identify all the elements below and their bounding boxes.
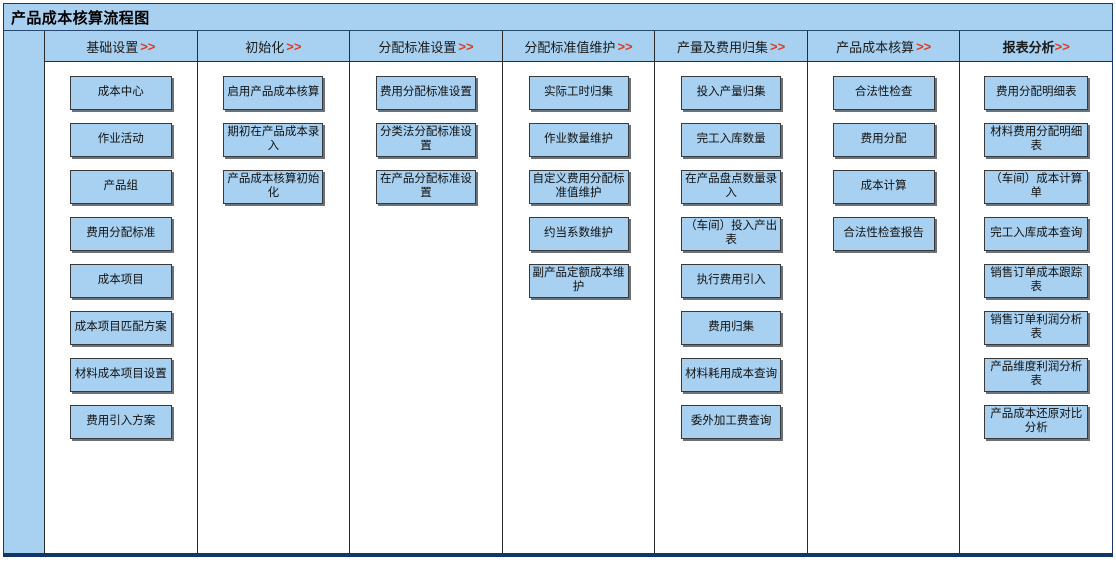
process-node[interactable]: 费用归集 xyxy=(681,311,782,345)
process-node[interactable]: 费用分配标准 xyxy=(69,217,172,251)
stage-header-7[interactable]: 报表分析>> xyxy=(960,31,1113,62)
process-node[interactable]: 合法性检查报告 xyxy=(832,217,935,251)
process-node[interactable]: 完工入库数量 xyxy=(681,123,782,157)
stage-node-list: 投入产量归集完工入库数量在产品盘点数量录入 （车间）投入产出表执行费用引入费用归集… xyxy=(655,62,807,553)
stage-column: 基础设置>>成本中心作业活动产品组费用分配标准成本项目成本项目匹配方案材料成本项… xyxy=(45,31,198,553)
process-node[interactable]: 合法性检查 xyxy=(832,76,935,110)
stage-header-4[interactable]: 分配标准值维护>> xyxy=(502,31,655,62)
stage-node-list: 费用分配标准设置分类法分配标准设置在产品分配标准设置 xyxy=(350,62,502,553)
process-node[interactable]: 投入产量归集 xyxy=(681,76,782,110)
process-node[interactable]: 启用产品成本核算 xyxy=(223,76,324,110)
stage-header-label: 产量及费用归集 xyxy=(677,39,769,55)
flowchart-frame: 产品成本核算流程图 基础设置>>成本中心作业活动产品组费用分配标准成本项目成本项… xyxy=(3,3,1113,557)
process-node[interactable]: 成本项目 xyxy=(69,264,172,298)
chevron-double-right-icon: >> xyxy=(916,38,932,54)
stage-header-2[interactable]: 初始化>> xyxy=(197,31,350,62)
process-node[interactable]: 产品组 xyxy=(69,170,172,204)
process-node[interactable]: 材料成本项目设置 xyxy=(69,358,172,392)
stage-header-3[interactable]: 分配标准设置>> xyxy=(350,31,502,62)
stage-node-list: 费用分配明细表材料费用分配明细表 （车间）成本计算单完工入库成本查询销售订单成本跟… xyxy=(960,62,1113,553)
process-node[interactable]: 产品成本还原对比分析 xyxy=(984,405,1089,439)
process-node[interactable]: 副产品定额成本维护 xyxy=(528,264,629,298)
chevron-double-right-icon: >> xyxy=(617,38,633,54)
stage-header-label: 分配标准设置 xyxy=(378,39,457,55)
process-node[interactable]: （车间）成本计算单 xyxy=(984,170,1089,204)
process-node[interactable]: 产品成本核算初始化 xyxy=(223,170,324,204)
stage-header-label: 基础设置 xyxy=(86,39,139,55)
stage-header-1[interactable]: 基础设置>> xyxy=(45,31,197,62)
flowchart-body: 基础设置>>成本中心作业活动产品组费用分配标准成本项目成本项目匹配方案材料成本项… xyxy=(4,31,1113,553)
chevron-double-right-icon: >> xyxy=(140,38,156,54)
process-node[interactable]: 成本中心 xyxy=(69,76,172,110)
process-node[interactable]: 费用分配明细表 xyxy=(984,76,1089,110)
process-node[interactable]: 费用分配标准设置 xyxy=(375,76,476,110)
stage-header-label: 初始化 xyxy=(245,39,285,55)
process-node[interactable]: 成本项目匹配方案 xyxy=(69,311,172,345)
process-node[interactable]: 销售订单成本跟踪表 xyxy=(984,264,1089,298)
stage-header-label: 产品成本核算 xyxy=(836,39,915,55)
process-node[interactable]: 约当系数维护 xyxy=(528,217,629,251)
chevron-double-right-icon: >> xyxy=(458,38,474,54)
process-node[interactable]: 在产品盘点数量录入 xyxy=(681,170,782,204)
stage-column: 初始化>>启用产品成本核算期初在产品成本录入产品成本核算初始化 xyxy=(197,31,351,553)
stage-column: 报表分析>> 费用分配明细表材料费用分配明细表 （车间）成本计算单完工入库成本查询销… xyxy=(960,31,1113,553)
stage-header-6[interactable]: 产品成本核算>> xyxy=(807,31,960,62)
left-spine xyxy=(4,31,45,553)
stage-column: 分配标准设置>>费用分配标准设置分类法分配标准设置在产品分配标准设置 xyxy=(350,31,503,553)
stage-column: 分配标准值维护>>实际工时归集作业数量维护自定义费用分配标准值维护约当系数维护副… xyxy=(502,31,656,553)
process-node[interactable]: 执行费用引入 xyxy=(681,264,782,298)
process-node[interactable]: 材料费用分配明细表 xyxy=(984,123,1089,157)
process-node[interactable]: 材料耗用成本查询 xyxy=(681,358,782,392)
stage-node-list: 启用产品成本核算期初在产品成本录入产品成本核算初始化 xyxy=(197,62,350,553)
process-node[interactable]: 分类法分配标准设置 xyxy=(375,123,476,157)
process-node[interactable]: 完工入库成本查询 xyxy=(984,217,1089,251)
process-node[interactable]: 委外加工费查询 xyxy=(681,405,782,439)
stage-node-list: 实际工时归集作业数量维护自定义费用分配标准值维护约当系数维护副产品定额成本维护 xyxy=(502,62,655,553)
process-node[interactable]: 费用引入方案 xyxy=(69,405,172,439)
process-node[interactable]: 在产品分配标准设置 xyxy=(375,170,476,204)
page-title: 产品成本核算流程图 xyxy=(11,10,150,27)
process-node[interactable]: （车间）投入产出表 xyxy=(681,217,782,251)
process-node[interactable]: 作业活动 xyxy=(69,123,172,157)
chevron-double-right-icon: >> xyxy=(1054,38,1070,54)
title-bar: 产品成本核算流程图 xyxy=(4,4,1112,31)
stage-columns: 基础设置>>成本中心作业活动产品组费用分配标准成本项目成本项目匹配方案材料成本项… xyxy=(45,31,1113,553)
process-node[interactable]: 销售订单利润分析表 xyxy=(984,311,1089,345)
stage-column: 产品成本核算>>合法性检查费用分配成本计算合法性检查报告 xyxy=(807,31,961,553)
process-node[interactable]: 成本计算 xyxy=(832,170,935,204)
chevron-double-right-icon: >> xyxy=(286,38,302,54)
stage-header-label: 分配标准值维护 xyxy=(524,39,616,55)
stage-node-list: 合法性检查费用分配成本计算合法性检查报告 xyxy=(807,62,960,553)
process-node[interactable]: 产品维度利润分析表 xyxy=(984,358,1089,392)
stage-column: 产量及费用归集>> 投入产量归集完工入库数量在产品盘点数量录入 （车间）投入产出表执… xyxy=(655,31,808,553)
process-node[interactable]: 费用分配 xyxy=(832,123,935,157)
chevron-double-right-icon: >> xyxy=(770,38,786,54)
process-node[interactable]: 期初在产品成本录入 xyxy=(223,123,324,157)
process-node[interactable]: 作业数量维护 xyxy=(528,123,629,157)
process-node[interactable]: 自定义费用分配标准值维护 xyxy=(528,170,629,204)
stage-header-5[interactable]: 产量及费用归集>> xyxy=(655,31,807,62)
process-node[interactable]: 实际工时归集 xyxy=(528,76,629,110)
stage-header-label: 报表分析 xyxy=(1002,39,1055,55)
stage-node-list: 成本中心作业活动产品组费用分配标准成本项目成本项目匹配方案材料成本项目设置费用引… xyxy=(45,62,197,553)
